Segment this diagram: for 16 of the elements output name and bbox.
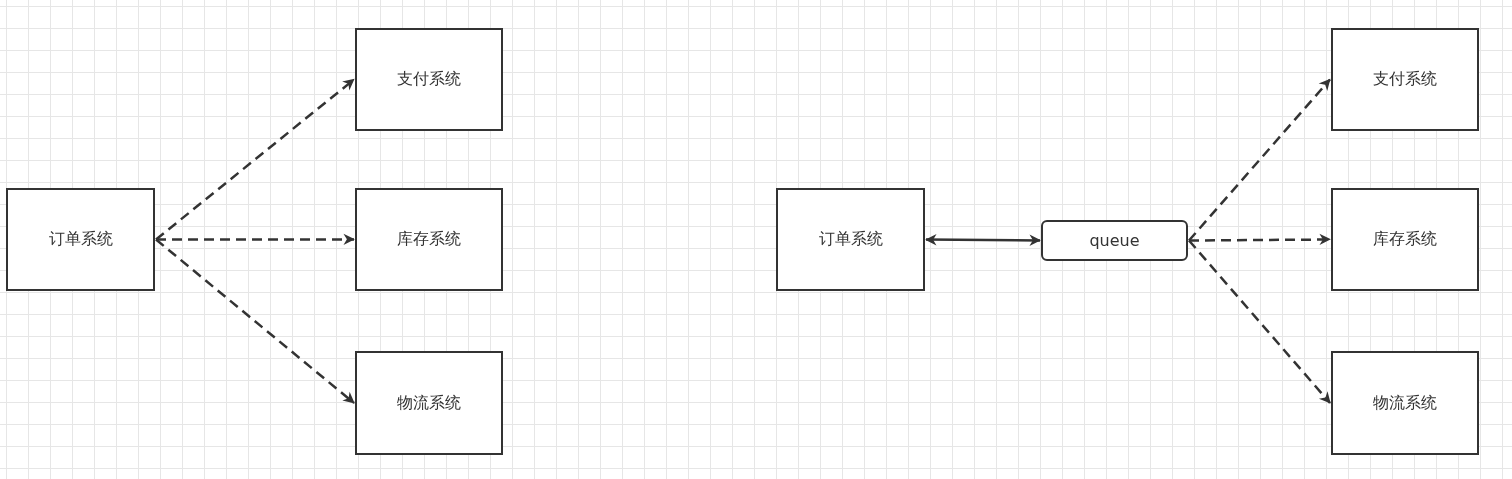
system-box: 库存系统 [355, 188, 503, 291]
arrow [1189, 233, 1331, 246]
arrow [156, 233, 355, 246]
system-box: 物流系统 [355, 351, 503, 455]
queue-box: queue [1041, 220, 1188, 261]
system-box: 支付系统 [355, 28, 503, 131]
arrow [155, 78, 355, 241]
arrow [1188, 239, 1331, 404]
arrow [1188, 78, 1331, 242]
arrow [155, 238, 355, 404]
system-box: 库存系统 [1331, 188, 1479, 291]
system-box: 订单系统 [776, 188, 925, 291]
system-box: 物流系统 [1331, 351, 1479, 455]
system-box: 支付系统 [1331, 28, 1479, 131]
arrow [925, 234, 1041, 246]
system-box: 订单系统 [6, 188, 155, 291]
